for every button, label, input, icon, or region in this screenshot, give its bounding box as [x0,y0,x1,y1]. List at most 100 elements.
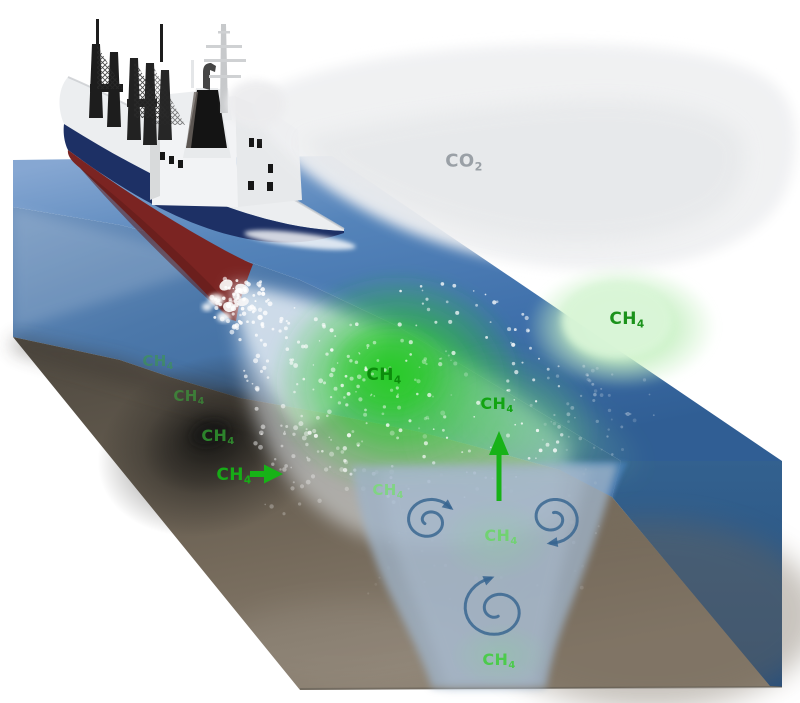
bubble [495,300,499,303]
bubble [652,414,655,417]
bubble [329,395,333,399]
bubble [254,300,257,303]
bubble [545,442,550,447]
bubble [591,382,595,386]
bubble [247,305,253,312]
bubble [246,282,251,287]
bubble [346,392,351,396]
bubble [423,441,428,446]
bubble [399,289,402,293]
bubble [543,422,547,426]
bubble [611,373,614,376]
bubble [251,320,255,324]
bubble [243,374,248,379]
bubble [312,388,315,391]
bubble [408,419,412,423]
bubble [229,329,235,335]
bubble [313,317,318,322]
bubble [364,408,367,412]
bubble [361,440,364,443]
bubble [306,457,311,462]
eddy-spiral [407,497,452,538]
eddy-spiral [463,576,521,636]
bubble [273,457,277,461]
bubble [489,446,492,449]
bubble [566,412,571,417]
bubble [293,425,299,431]
bubble [346,433,352,438]
bubble [376,359,380,362]
bubble [290,466,293,469]
bubble [291,454,296,459]
bubble [366,344,370,348]
bubble [445,300,449,304]
bubble [278,329,282,333]
bubble [227,286,231,290]
bubble [285,425,289,428]
bubble [534,400,538,403]
bubble [346,354,350,358]
bubble [364,366,367,369]
bubble [336,362,339,364]
bubble [579,585,584,590]
bubble [425,362,428,366]
bubble [381,412,385,416]
bubble [385,423,390,427]
bubble [624,412,627,415]
bubble [329,451,335,457]
bubble [298,421,304,427]
bubble [358,352,361,355]
bubble [625,412,630,416]
bubble [535,457,537,460]
bubble [620,447,625,452]
bubble [557,425,561,429]
bubble [292,481,295,484]
bubble [285,347,290,351]
bubble [330,438,333,441]
bubble [232,324,237,329]
bubble [215,300,220,306]
bubble [593,392,597,397]
bubble [383,368,387,372]
bubble [313,433,318,438]
bubble [342,446,347,451]
bubble [440,357,443,360]
bubble [620,425,624,429]
bubble [567,420,570,423]
bubble [255,387,260,392]
eddy-spiral [534,498,579,545]
bubble [421,302,425,305]
bubble [300,414,303,418]
bubble [524,315,529,321]
eddy-swirls [407,497,579,636]
bubble [327,409,332,415]
bubble [321,450,324,453]
bubble [301,435,307,441]
bubble [590,368,595,373]
bubble [296,383,299,386]
bubble [511,342,516,347]
bubble [246,379,249,382]
bubble [236,297,240,301]
bubble [246,320,249,324]
ship-funnel [183,63,231,158]
bubble [632,418,637,423]
bubble [467,449,471,453]
bubble [291,358,295,362]
bubble [342,467,348,473]
bubble [425,415,429,420]
bubble [432,428,435,431]
bubble [357,444,360,447]
bubble [257,291,262,296]
bubble [546,367,550,371]
bubble [396,436,400,440]
bubble [340,450,345,454]
bubble [222,276,228,282]
bubble [475,303,479,307]
bubble [214,297,218,301]
bubble [400,338,404,343]
bubble [553,413,556,417]
bubble [506,379,510,383]
bubble [582,364,586,368]
